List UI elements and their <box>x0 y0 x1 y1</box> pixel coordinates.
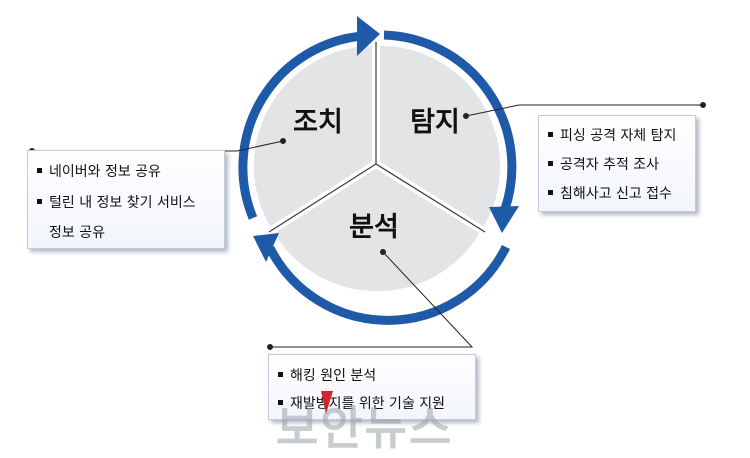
phase-label-analysis: 분석 <box>349 212 399 243</box>
arrow-arc-bottom <box>265 244 511 325</box>
segment-analysis <box>263 159 491 299</box>
action-item-text: 털린 내 정보 찾기 서비스 <box>49 195 196 211</box>
phase-label-detect: 탐지 <box>410 107 460 138</box>
connector-analysis <box>270 251 474 348</box>
bullet-icon <box>37 198 42 204</box>
action-item: 네이버와 정보 공유 <box>37 161 161 181</box>
arrowhead-right <box>489 206 519 233</box>
arrowhead-top <box>357 16 380 56</box>
analysis-item-text: 해킹 원인 분석 <box>290 368 377 384</box>
detect-item: 공격자 추적 조사 <box>548 154 659 174</box>
watermark-logo: 보안뉴스 <box>276 401 454 455</box>
arrowheads <box>253 16 519 262</box>
watermark-accent-icon <box>321 391 333 414</box>
detect-item-text: 피싱 공격 자체 탐지 <box>560 128 677 144</box>
segment-divider-lines <box>268 42 486 233</box>
cycle-arrows <box>238 30 517 325</box>
bullet-icon <box>548 160 553 166</box>
action-box: 네이버와 정보 공유 털린 내 정보 찾기 서비스 정보 공유 <box>27 150 225 249</box>
action-item: 털린 내 정보 찾기 서비스 <box>37 192 196 212</box>
connector-analysis-dot <box>267 344 273 350</box>
arrowhead-left <box>253 233 279 262</box>
detect-item: 피싱 공격 자체 탐지 <box>548 125 676 145</box>
connector-detect-end <box>463 113 469 119</box>
analysis-item: 해킹 원인 분석 <box>278 365 376 385</box>
connector-analysis-end <box>380 249 386 255</box>
connector-detect <box>465 104 703 117</box>
action-item-text: 네이버와 정보 공유 <box>49 164 161 180</box>
detect-item-text: 공격자 추적 조사 <box>560 157 660 173</box>
connector-action-end <box>280 138 286 144</box>
detect-item: 침해사고 신고 접수 <box>548 183 672 203</box>
segment-action <box>246 37 380 238</box>
bullet-icon <box>278 399 283 405</box>
cycle-segments <box>246 37 508 299</box>
bullet-icon <box>37 167 42 173</box>
action-item-text: 정보 공유 <box>49 225 105 241</box>
arrow-arc-right <box>383 30 517 211</box>
detect-item-text: 침해사고 신고 접수 <box>560 186 672 202</box>
action-item-continuation: 정보 공유 <box>49 222 105 242</box>
bullet-icon <box>548 189 553 195</box>
phase-label-action: 조치 <box>293 107 343 138</box>
detect-box: 피싱 공격 자체 탐지 공격자 추적 조사 침해사고 신고 접수 <box>538 115 696 212</box>
bullet-icon <box>278 371 283 377</box>
analysis-box: 해킹 원인 분석 재발방지를 위한 기술 지원 <box>268 354 476 420</box>
arrow-arc-left <box>238 31 363 220</box>
bullet-icon <box>548 131 553 137</box>
connector-detect-dot <box>700 102 706 108</box>
